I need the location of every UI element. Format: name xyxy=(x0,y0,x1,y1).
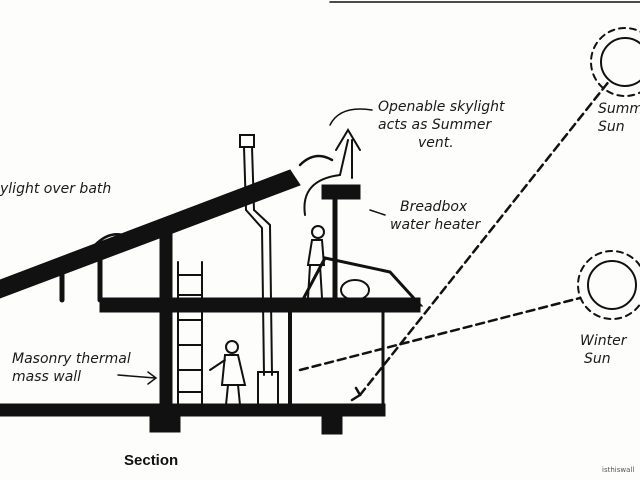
summer-sun-ray xyxy=(358,78,612,397)
upper-floor xyxy=(99,297,421,313)
skylight-pointer xyxy=(329,108,373,126)
arrowhead xyxy=(350,386,362,402)
ground-floor xyxy=(0,403,386,417)
figure-caption: Section xyxy=(124,452,179,469)
label-line: Summ xyxy=(598,101,640,117)
label-summer-sun: Summ Sun xyxy=(598,100,640,136)
label-winter-sun: Winter Sun xyxy=(580,332,626,368)
label-line: Sun xyxy=(598,119,625,135)
openable-skylight xyxy=(298,154,334,167)
label-line: Breadbox xyxy=(400,199,468,215)
label-line: water heater xyxy=(390,217,481,233)
summer-sun-icon xyxy=(590,27,640,97)
label-line: Masonry thermal xyxy=(12,351,131,367)
person-upstairs xyxy=(306,225,326,299)
winter-sun-icon xyxy=(577,250,640,320)
main-roof xyxy=(0,169,301,299)
bath-skylight xyxy=(93,233,132,247)
footing-right xyxy=(321,413,343,435)
footing-left xyxy=(149,413,181,433)
label-masonry-wall: Masonry thermal mass wall xyxy=(12,350,131,386)
label-line: Openable skylight xyxy=(378,99,505,115)
clerestory-cap xyxy=(321,184,361,200)
label-skylight-over-bath: ylight over bath xyxy=(0,181,112,197)
label-line: Winter xyxy=(580,333,627,349)
masonry-wall xyxy=(159,224,173,411)
label-line: vent. xyxy=(418,135,454,151)
label-line: acts as Summer xyxy=(378,117,492,133)
watermark: isthiswall xyxy=(602,466,635,474)
label-breadbox: Breadbox water heater xyxy=(390,198,480,234)
person-downstairs xyxy=(209,340,247,406)
masonry-pointer xyxy=(117,371,158,385)
vent-arrow xyxy=(303,128,361,216)
breadbox-water-heater xyxy=(340,279,370,301)
winter-sun-ray xyxy=(298,296,582,372)
chimney-flue xyxy=(239,134,279,407)
label-openable-skylight: Openable skylight acts as Summer vent. xyxy=(378,98,505,152)
label-line: mass wall xyxy=(12,369,82,385)
breadbox-pointer xyxy=(369,209,386,216)
label-line: Sun xyxy=(584,351,611,367)
ladder xyxy=(177,261,203,405)
